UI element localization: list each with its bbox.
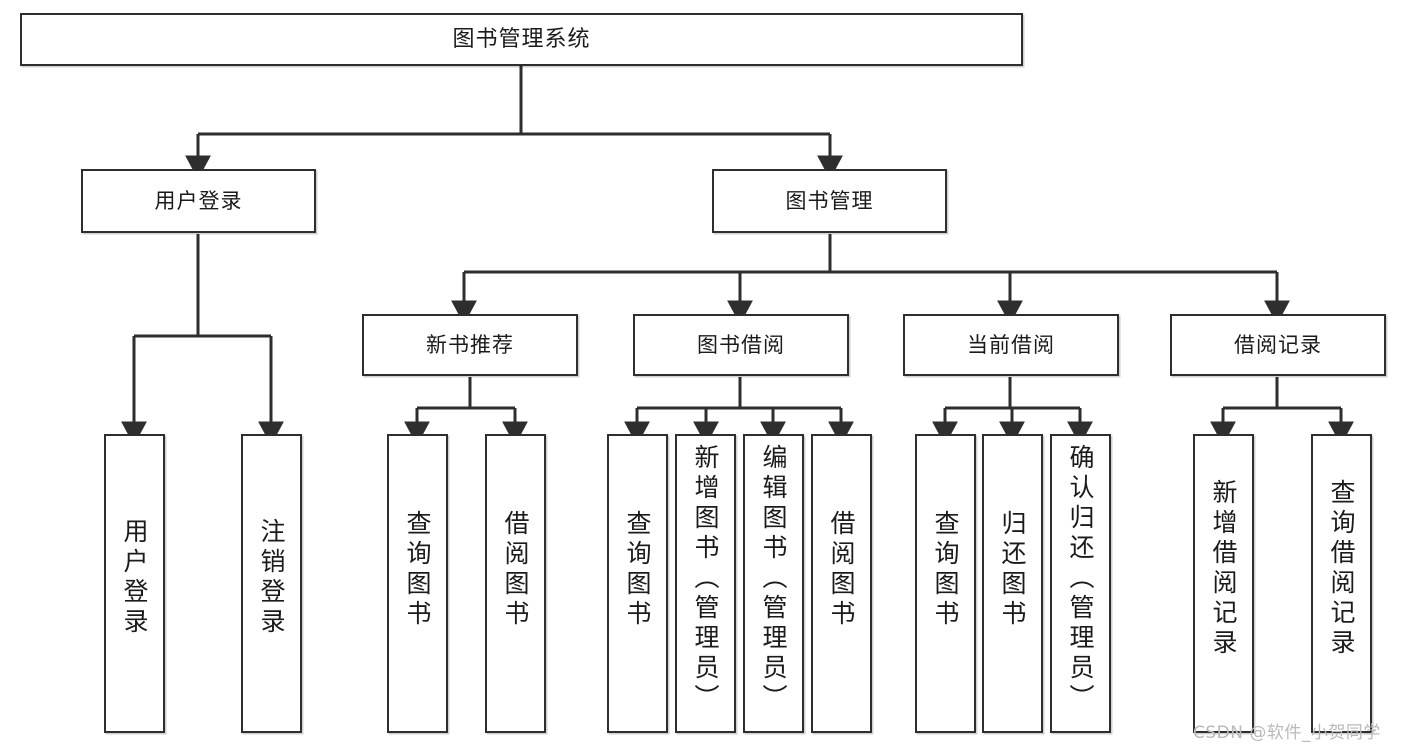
- leaf-query-record-label: 查询借阅记录: [1327, 479, 1356, 659]
- node-book-manage-label: 图书管理: [785, 188, 874, 213]
- node-user-login[interactable]: 用户登录: [81, 169, 316, 233]
- leaf-add-book[interactable]: 新增图书（管理员）: [675, 434, 736, 733]
- leaf-borrow-book-2[interactable]: 借阅图书: [811, 434, 872, 733]
- node-borrow-record[interactable]: 借阅记录: [1170, 314, 1386, 376]
- leaf-user-login-label: 用户登录: [120, 518, 149, 638]
- leaf-confirm-return-label: 确认归还（管理员）: [1066, 444, 1095, 714]
- edge-userlogin-to-leaves: [121, 234, 284, 446]
- leaf-logout[interactable]: 注销登录: [241, 434, 302, 733]
- node-user-login-label: 用户登录: [154, 188, 243, 213]
- node-borrow-record-label: 借阅记录: [1234, 332, 1322, 357]
- edge-borrowrecord-to-leaves: [1210, 377, 1354, 446]
- edge-currentborrow-to-leaves: [932, 377, 1093, 446]
- edge-newbook-to-leaves: [404, 377, 528, 446]
- leaf-confirm-return[interactable]: 确认归还（管理员）: [1050, 434, 1111, 733]
- leaf-return-book-label: 归还图书: [998, 510, 1027, 630]
- leaf-query-book-3[interactable]: 查询图书: [915, 434, 976, 733]
- node-current-borrow[interactable]: 当前借阅: [903, 314, 1119, 376]
- node-book-borrow[interactable]: 图书借阅: [633, 314, 849, 376]
- node-new-book-recommend-label: 新书推荐: [426, 332, 514, 357]
- leaf-borrow-book-1-label: 借阅图书: [501, 510, 530, 630]
- node-root-label: 图书管理系统: [452, 26, 591, 52]
- node-new-book-recommend[interactable]: 新书推荐: [362, 314, 578, 376]
- node-book-borrow-label: 图书借阅: [697, 332, 785, 357]
- node-current-borrow-label: 当前借阅: [967, 332, 1055, 357]
- node-root[interactable]: 图书管理系统: [20, 13, 1023, 66]
- leaf-return-book[interactable]: 归还图书: [982, 434, 1043, 733]
- leaf-user-login[interactable]: 用户登录: [104, 434, 165, 733]
- csdn-watermark: CSDN @软件_小贺同学: [1193, 723, 1381, 743]
- leaf-edit-book-label: 编辑图书（管理员）: [759, 444, 788, 714]
- leaf-add-book-label: 新增图书（管理员）: [691, 444, 720, 714]
- leaf-add-record[interactable]: 新增借阅记录: [1193, 434, 1254, 733]
- edge-bookmanage-to-level2: [451, 234, 1290, 325]
- leaf-borrow-book-2-label: 借阅图书: [827, 510, 856, 630]
- node-book-manage[interactable]: 图书管理: [712, 169, 947, 233]
- leaf-query-book-2[interactable]: 查询图书: [607, 434, 668, 733]
- leaf-add-record-label: 新增借阅记录: [1209, 479, 1238, 659]
- edge-root-to-level1: [185, 66, 843, 180]
- leaf-query-book-3-label: 查询图书: [931, 510, 960, 630]
- leaf-query-record[interactable]: 查询借阅记录: [1311, 434, 1372, 733]
- leaf-borrow-book-1[interactable]: 借阅图书: [485, 434, 546, 733]
- leaf-logout-label: 注销登录: [257, 518, 286, 638]
- leaf-query-book-1[interactable]: 查询图书: [387, 434, 448, 733]
- leaf-edit-book[interactable]: 编辑图书（管理员）: [743, 434, 804, 733]
- edge-bookborrow-to-leaves: [624, 377, 854, 446]
- leaf-query-book-2-label: 查询图书: [623, 510, 652, 630]
- leaf-query-book-1-label: 查询图书: [403, 510, 432, 630]
